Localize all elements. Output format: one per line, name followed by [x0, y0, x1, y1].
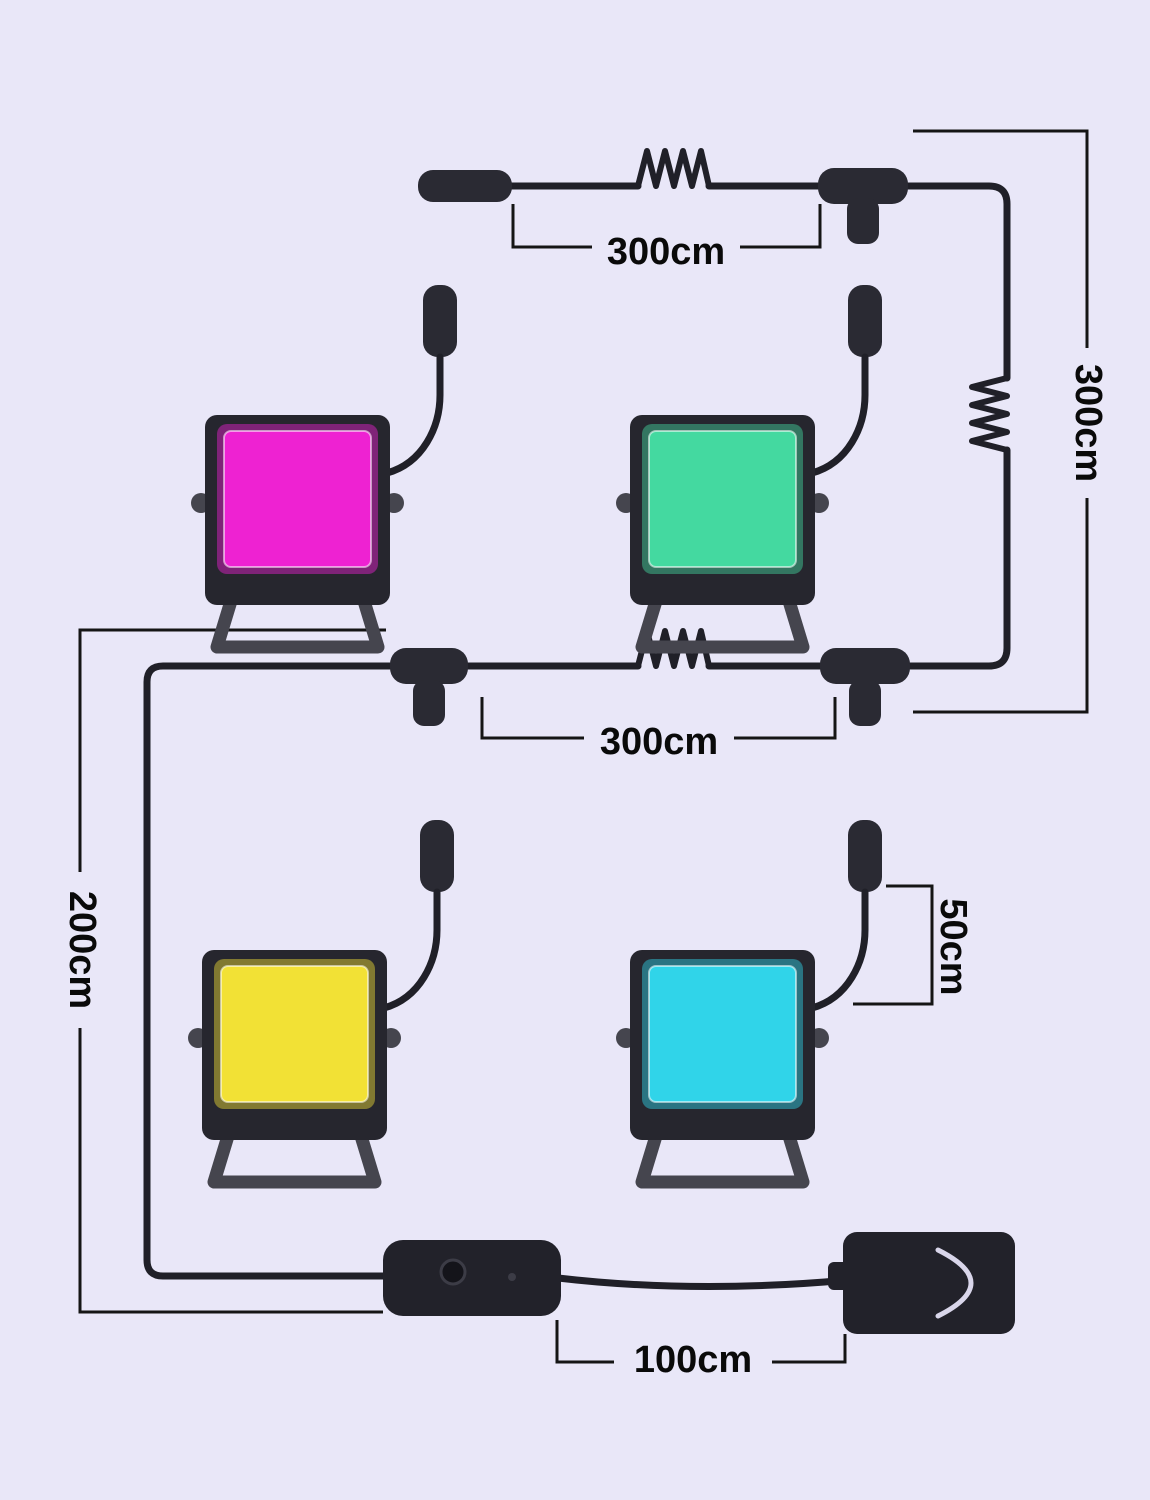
label-bg-top	[592, 228, 740, 276]
label-middle-300cm: 300cm	[600, 721, 718, 763]
adapter-body	[843, 1232, 1015, 1334]
label-left-200cm: 200cm	[61, 891, 103, 1009]
cable-power-segment	[554, 1274, 852, 1290]
label-top-300cm: 300cm	[607, 231, 725, 273]
t-connector-middle-right-stub	[849, 680, 881, 726]
label-bg-middle	[584, 718, 734, 766]
coil-top	[635, 148, 712, 189]
dimension-50cm	[853, 884, 934, 1006]
power-adapter	[828, 1232, 1015, 1334]
label-right-300cm: 300cm	[1067, 364, 1109, 482]
controller-button	[439, 1258, 467, 1286]
t-connector-middle-left-stub	[413, 680, 445, 726]
controller	[383, 1240, 561, 1316]
connectors	[390, 168, 910, 726]
label-backgrounds	[60, 228, 1108, 1384]
cable-right-upper	[901, 182, 1011, 382]
adapter-wrapped-cord	[935, 1247, 974, 1319]
label-bg-bottom	[614, 1336, 772, 1384]
label-bg-right	[1066, 348, 1108, 498]
controller-indicator-dot	[508, 1273, 516, 1281]
cable-network	[143, 148, 1011, 1290]
t-connector-middle-left	[390, 648, 468, 684]
label-bottom-100cm: 100cm	[634, 1339, 752, 1381]
cable-left-long-run	[143, 662, 396, 1280]
cable-right-lower	[904, 446, 1011, 670]
cable-end-plug	[418, 170, 512, 202]
label-bg-left	[60, 872, 102, 1028]
controller-body	[383, 1240, 561, 1316]
label-50cm: 50cm	[932, 898, 974, 995]
coil-right	[969, 375, 1010, 453]
dimension-labels: 300cm 300cm 300cm 200cm 50cm 100cm	[61, 231, 1109, 1381]
t-connector-top	[818, 168, 908, 204]
t-connector-top-stub	[847, 198, 879, 244]
t-connector-middle-right	[820, 648, 910, 684]
